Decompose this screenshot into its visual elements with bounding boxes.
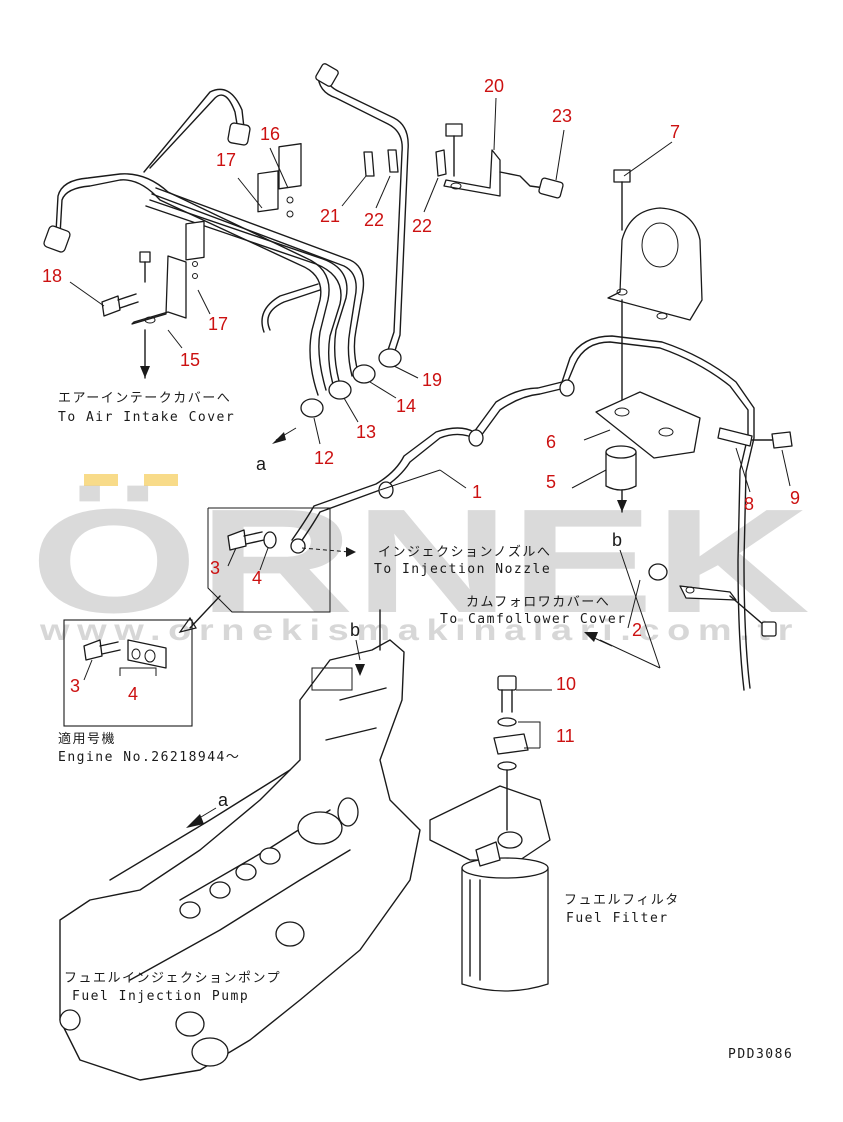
label-injection-nozzle-en: To Injection Nozzle	[374, 562, 551, 577]
callout-5: 5	[546, 472, 556, 492]
label-engine-no: Engine No.26218944～	[58, 750, 240, 765]
callout-22-right: 22	[412, 216, 432, 236]
callout-22-left: 22	[364, 210, 384, 230]
bracket-7	[607, 169, 703, 405]
label-air-intake-en: To Air Intake Cover	[58, 410, 235, 425]
label-fuel-pump-jp: フュエルインジェクションポンプ	[64, 971, 281, 986]
bracket-20	[443, 123, 564, 199]
ref-b-left: b	[350, 620, 360, 640]
clips-21-22	[363, 149, 447, 177]
clamp-17-top	[257, 170, 279, 213]
ref-b-right: b	[612, 530, 622, 550]
pipe-1	[290, 335, 755, 691]
label-camfollower-en: To Camfollower Cover	[440, 612, 627, 627]
fuel-filter	[429, 769, 551, 992]
detail-frame-upper	[207, 507, 331, 613]
clamp-lower-right	[679, 585, 777, 637]
callout-10: 10	[556, 674, 576, 694]
clamps	[185, 143, 302, 279]
callout-21: 21	[320, 206, 340, 226]
pipe-nut-18	[43, 225, 71, 253]
cap-2	[648, 563, 668, 581]
label-applicable-jp: 適用号機	[58, 731, 116, 747]
callout-4-upper: 4	[252, 568, 262, 588]
sleeve-13	[328, 380, 352, 400]
callout-17-lower: 17	[208, 314, 228, 334]
callout-15: 15	[180, 350, 200, 370]
ref-a-lower: a	[218, 790, 229, 810]
sleeve-14	[352, 364, 376, 384]
callout-23: 23	[552, 106, 572, 126]
watermark: ÖRNEK www.ornekismakinalari.com.tr	[30, 474, 810, 647]
watermark-brand: ÖRNEK	[30, 479, 810, 644]
watermark-url: www.ornekismakinalari.com.tr	[39, 614, 800, 647]
callout-7: 7	[670, 122, 680, 142]
callout-16: 16	[260, 124, 280, 144]
ref-a-upper: a	[256, 454, 267, 474]
callout-8: 8	[744, 494, 754, 514]
banjo-bolt-10-11	[493, 675, 529, 771]
pipe-joint-1	[378, 481, 394, 499]
pipe-nut-top	[227, 122, 251, 146]
callout-13: 13	[356, 422, 376, 442]
callout-17-upper: 17	[216, 150, 236, 170]
label-fuel-filter-jp: フュエルフィルタ	[564, 893, 680, 908]
pipe-nut-top-right	[315, 63, 339, 87]
callout-12: 12	[314, 448, 334, 468]
callout-1: 1	[472, 482, 482, 502]
label-fuel-pump-en: Fuel Injection Pump	[72, 989, 249, 1004]
sleeve-19	[378, 348, 402, 368]
bracket-6	[595, 391, 701, 459]
bolt-washer-lower	[83, 639, 167, 669]
label-camfollower-jp: カムフォロワカバーへ	[466, 595, 610, 610]
callout-14: 14	[396, 396, 416, 416]
injection-lines	[43, 63, 409, 418]
clamp-16	[278, 143, 302, 190]
detail-frame-lower	[63, 619, 193, 727]
bolt-washer-upper	[227, 529, 277, 551]
text-labels: エアーインテークカバーへ To Air Intake Cover インジェクショ…	[58, 391, 793, 1062]
clamp-17-bottom	[185, 220, 205, 261]
pipe-end-fitting	[290, 538, 306, 554]
callout-20: 20	[484, 76, 504, 96]
watermark-accent-right	[144, 474, 178, 486]
rubber-5	[605, 445, 637, 513]
callout-18: 18	[42, 266, 62, 286]
fuel-injection-pump	[59, 609, 421, 1081]
label-fuel-filter-en: Fuel Filter	[566, 911, 669, 926]
clip-8-bolt-9	[717, 427, 793, 449]
bracket-15	[131, 251, 187, 379]
callout-3-lower: 3	[70, 676, 80, 696]
bolt-18	[101, 293, 139, 317]
sleeve-12	[300, 398, 324, 418]
callout-3-upper: 3	[210, 558, 220, 578]
pipe-joint-3	[559, 379, 575, 397]
callout-2: 2	[632, 620, 642, 640]
label-air-intake-jp: エアーインテークカバーへ	[58, 391, 231, 406]
callout-4-lower: 4	[128, 684, 138, 704]
watermark-accent-left	[84, 474, 118, 486]
drawing-code: PDD3086	[728, 1047, 793, 1062]
callout-9: 9	[790, 488, 800, 508]
callout-11: 11	[556, 726, 575, 746]
callout-19: 19	[422, 370, 442, 390]
callout-6: 6	[546, 432, 556, 452]
pipe-joint-2	[468, 429, 484, 447]
callouts: 1 2 3 3 4 4 5 6 7 8 9 10 11 12 13 14 15 …	[42, 76, 800, 746]
label-injection-nozzle-jp: インジェクションノズルへ	[378, 544, 551, 560]
leader-lines	[69, 97, 791, 828]
